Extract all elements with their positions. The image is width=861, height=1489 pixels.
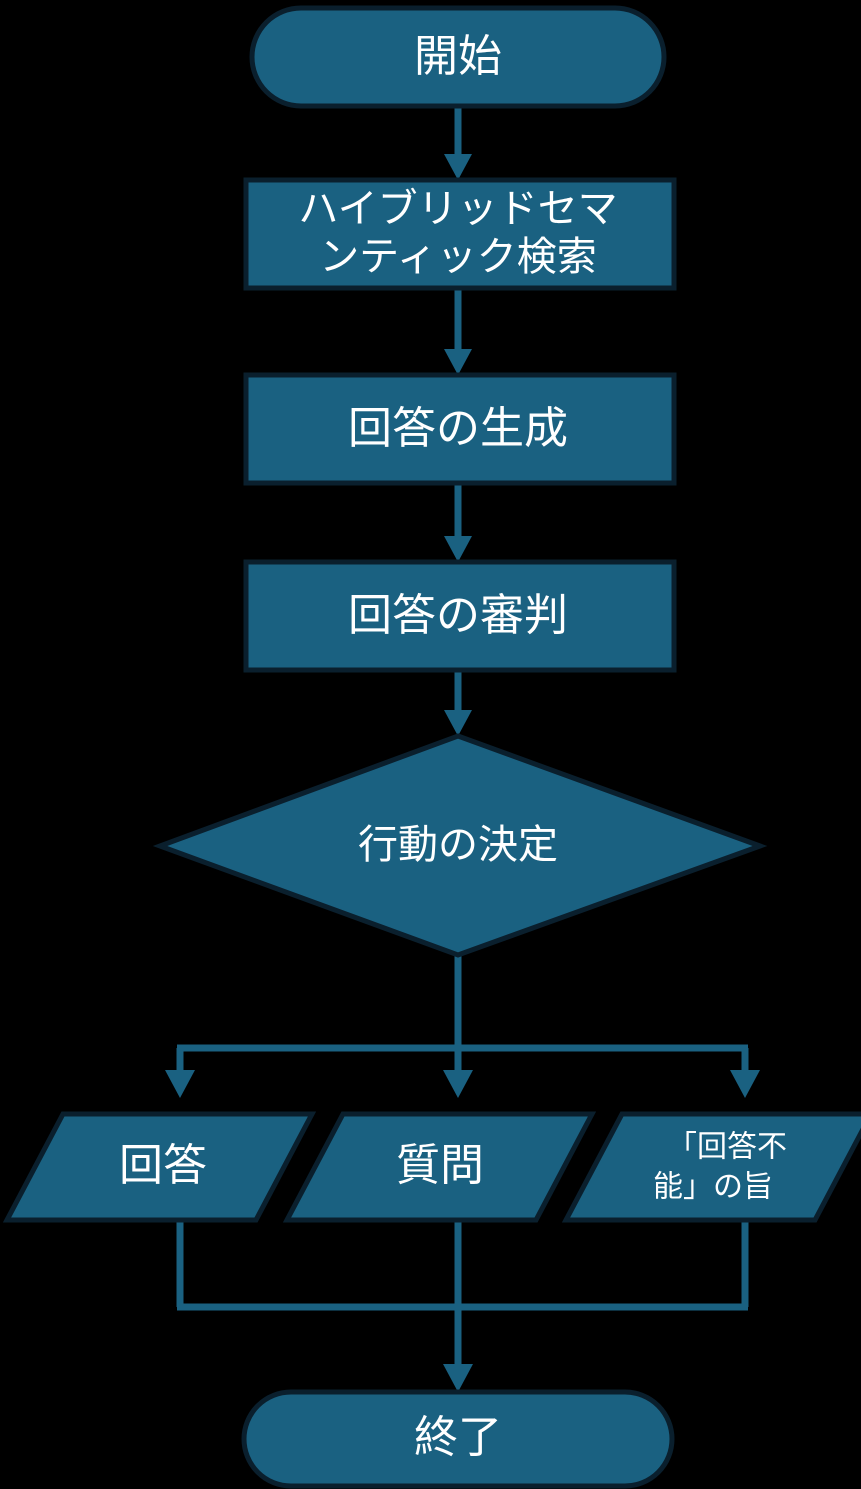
edge-decision-branch-bus [165, 955, 760, 1098]
node-cannot-answer-label-line1: 「回答不 [667, 1130, 787, 1165]
node-end[interactable]: 終了 [241, 1389, 675, 1489]
node-start-label: 開始 [414, 31, 502, 82]
node-generate-label: 回答の生成 [348, 403, 568, 454]
edge-outputs-merge-to-end [176, 1222, 749, 1392]
node-answer-generation[interactable]: 回答の生成 [243, 372, 677, 486]
node-end-label: 終了 [414, 1412, 502, 1463]
edge-judge-to-decision [444, 670, 472, 736]
node-output-answer[interactable]: 回答 [2, 1111, 317, 1223]
node-question-label: 質問 [396, 1140, 484, 1191]
node-hybrid-semantic-search[interactable]: ハイブリッドセマ ンティック検索 [243, 177, 677, 291]
node-output-question[interactable]: 質問 [282, 1111, 597, 1223]
node-search-label-line2: ンティック検索 [319, 234, 597, 280]
node-search-label-line1: ハイブリッドセマ [298, 186, 617, 232]
node-answer-judgment[interactable]: 回答の審判 [243, 559, 677, 673]
edge-start-to-search [444, 104, 472, 180]
edge-generate-to-judge [444, 483, 472, 562]
node-decision-label: 行動の決定 [358, 822, 558, 868]
edge-search-to-generate [444, 288, 472, 375]
node-judge-label: 回答の審判 [348, 590, 568, 641]
node-start[interactable]: 開始 [249, 5, 667, 109]
node-output-cannot-answer[interactable]: 「回答不 能」の旨 [561, 1111, 861, 1223]
node-cannot-answer-label-line2: 能」の旨 [653, 1170, 773, 1205]
node-answer-label: 回答 [119, 1140, 207, 1191]
node-action-decision[interactable]: 行動の決定 [152, 733, 768, 958]
